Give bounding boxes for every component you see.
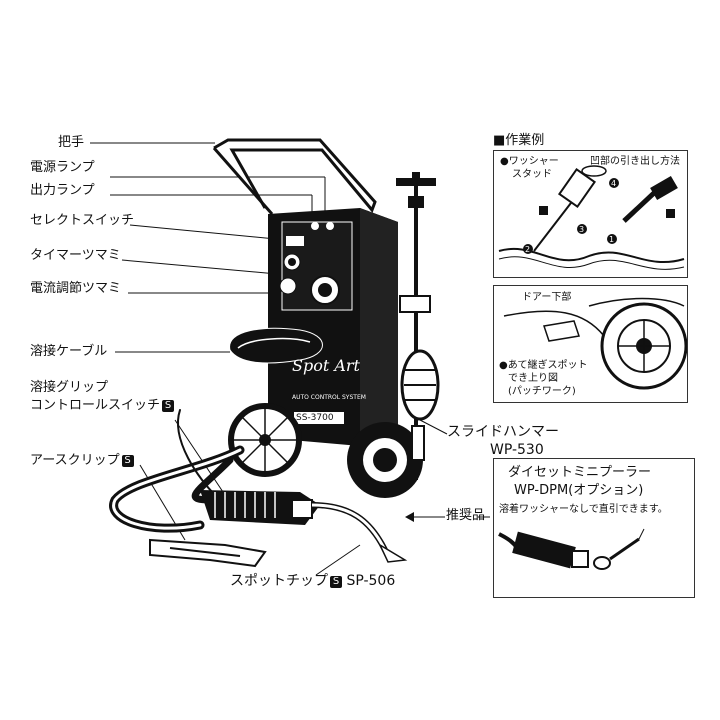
machine-brand: Spot Art [292,356,360,375]
slide-hammer [396,172,440,480]
step-2: 2 [525,245,531,254]
wheels [228,403,423,498]
step-3: 3 [579,225,585,234]
label-spot-tip-text: スポットチップ [230,573,328,589]
s-badge: S [330,576,342,588]
work-example-drawing [498,165,685,270]
dent-pull-label: 凹部の引き出し方法 [590,156,680,167]
earth-clip [149,538,267,568]
label-slide-hammer: スライドハンマー [447,424,559,440]
label-timer-knob: タイマーツマミ [30,248,121,263]
option-panel: ダイセットミニプーラー WP-DPM(オプション) 溶着ワッシャーなしで直引でき… [493,458,695,598]
cables [109,409,245,533]
patch-line1: ●あて継ぎスポット [499,360,588,371]
label-select-switch: セレクトスイッチ [30,213,135,228]
door-bottom-label: ドアー下部 [522,292,572,303]
label-recommended: 推奨品 [446,508,486,523]
label-grip-text: コントロールスイッチ [30,398,161,413]
machine-model: SS-3700 [296,413,334,423]
option-line1: ダイセットミニプーラー [508,465,652,480]
s-badge: S [162,400,175,412]
handle-frame [212,138,377,215]
welding-grip [200,490,408,563]
door-panel: ドアー下部 ●あて継ぎスポット でき上り図 (パッチワーク) [493,285,688,403]
label-grip-line1: 溶接グリップ [30,380,109,395]
step-4: 4 [611,179,617,188]
door-drawing [503,297,687,390]
label-output-lamp: 出力ランプ [30,183,95,198]
label-slide-hammer-model: WP-530 [490,442,544,458]
option-line2: WP-DPM(オプション) [514,483,644,498]
work-example-title: ■作業例 [493,133,545,148]
cable-hook [229,327,323,364]
machine-body [268,208,398,450]
patch-line3: (パッチワーク) [508,386,576,397]
machine-subtitle: AUTO CONTROL SYSTEM [292,394,366,401]
label-spot-tip-model: SP-506 [346,573,396,589]
step-1: 1 [609,235,615,244]
label-weld-cable: 溶接ケーブル [30,344,108,359]
patch-line2: でき上り図 [508,373,558,384]
washer-stud-label: ●ワッシャー [500,156,559,167]
work-example-panel: ●ワッシャー スタッド 凹部の引き出し方法 2 3 1 4 [493,150,688,278]
label-current-knob: 電流調節ツマミ [30,281,122,296]
label-power-lamp: 電源ランプ [30,160,95,175]
label-handle: 把手 [58,135,85,150]
mini-puller-drawing [498,528,645,570]
washer-stud-label-2: スタッド [512,169,552,180]
s-badge: S [121,455,134,467]
label-earth-clip-text: アースクリップ [30,453,120,468]
option-note: 溶着ワッシャーなしで直引できます。 [499,504,668,515]
